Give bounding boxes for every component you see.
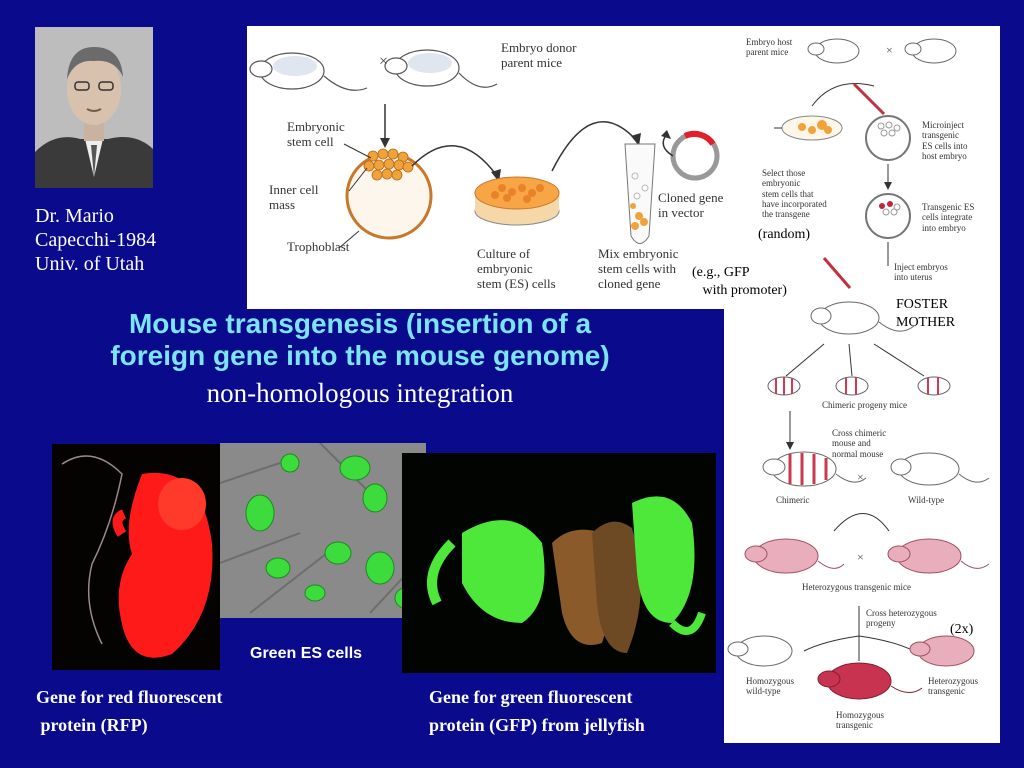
rfp-mouse-image [52, 444, 220, 670]
portrait-photo [35, 27, 153, 188]
es-cells-image [220, 443, 426, 618]
slide-title: Mouse transgenesis (insertion of a forei… [40, 308, 680, 372]
host-parent-label: Embryo host parent mice [746, 37, 793, 58]
donor-parent-label: Embryo donor parent mice [501, 40, 577, 70]
es-cells-photo [220, 443, 426, 618]
heterozygous-label: Heterozygous transgenic mice [802, 582, 911, 592]
gfp-mice-image [402, 453, 716, 673]
green-es-cells-label: Green ES cells [250, 645, 363, 662]
embryonic-stem-cell-label: Embryonic stem cell [287, 119, 345, 149]
random-annotation: (random) [758, 227, 811, 243]
title-line-2: foreign gene into the mouse genome) [110, 340, 610, 371]
two-x-annotation: (2x) [950, 622, 974, 637]
chimeric-label: Chimeric [776, 495, 810, 505]
es-culture-label: Culture of embryonic stem (ES) cells [477, 246, 556, 291]
procedure-diagram: × [249, 49, 720, 249]
rfp-mouse-photo [52, 444, 220, 670]
cross-symbol: × [379, 53, 388, 70]
cross-heterozygous-label: Cross heterozygous progeny [866, 608, 937, 629]
homozygous-wild-type-label: Homozygous wild-type [746, 676, 794, 697]
chimeric-progeny-label: Chimeric progeny mice [822, 400, 907, 410]
title-line-1: Mouse transgenesis (insertion of a [128, 308, 592, 339]
es-cell-procedure-figure: × [247, 26, 747, 309]
mix-cells-label: Mix embryonic stem cells with cloned gen… [598, 246, 679, 291]
wild-type-label: Wild-type [908, 495, 945, 505]
cloned-gene-label: Cloned gene in vector [658, 190, 724, 220]
trophoblast-label: Trophoblast [287, 239, 350, 254]
integrate-label: Transgenic ES cells integrate into embry… [922, 202, 975, 233]
gfp-mice-photo [402, 453, 716, 673]
inner-cell-mass-label: Inner cell mass [269, 182, 319, 212]
breeding-scheme-figure: × [724, 26, 1000, 743]
svg-text:×: × [857, 550, 864, 564]
breeding-diagram: × [727, 38, 990, 700]
svg-text:×: × [886, 43, 893, 57]
foster-mother-annotation: FOSTER MOTHER [896, 297, 956, 330]
cross-chimeric-label: Cross chimeric mouse and normal mouse [832, 428, 887, 459]
heterozygous-transgenic-label: Heterozygous transgenic [928, 676, 978, 697]
microinject-label: Microinject transgenic ES cells into hos… [922, 120, 968, 162]
homozygous-transgenic-label: Homozygous transgenic [836, 710, 884, 731]
select-cells-label: Select those embryonic stem cells that h… [762, 168, 827, 220]
svg-text:×: × [857, 470, 864, 484]
slide-subtitle: non-homologous integration [206, 378, 514, 408]
gfp-promoter-annotation: (e.g., GFP with promoter) [692, 265, 787, 298]
inject-uterus-label: Inject embryos into uterus [894, 262, 948, 283]
gfp-caption: Gene for green fluorescent protein (GFP)… [429, 687, 645, 735]
rfp-caption: Gene for red fluorescent protein (RFP) [36, 687, 223, 735]
caption-university: Univ. of Utah [35, 253, 145, 275]
portrait-image [35, 27, 153, 188]
caption-name: Dr. Mario [35, 205, 114, 227]
caption-year: Capecchi-1984 [35, 229, 157, 251]
portrait-caption: Dr. Mario Capecchi-1984 Univ. of Utah [35, 204, 156, 276]
